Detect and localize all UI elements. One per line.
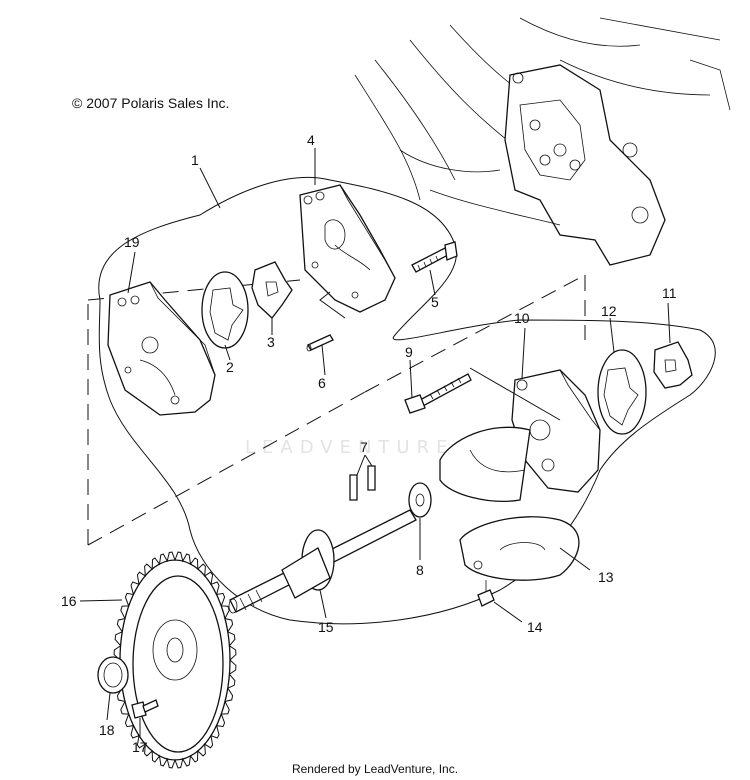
footer-credit: Rendered by LeadVenture, Inc.: [291, 762, 459, 776]
callout-18: 18: [99, 722, 115, 738]
part-13-oil-screen: [439, 426, 580, 581]
callout-19: 19: [124, 234, 140, 250]
part-19-pump-body: [107, 281, 216, 416]
callout-8: 8: [416, 562, 424, 578]
callout-12: 12: [601, 303, 617, 319]
callout-10: 10: [514, 310, 530, 326]
callout-16: 16: [61, 593, 77, 609]
callout-3: 3: [267, 334, 275, 350]
part-15-shaft: [228, 509, 417, 614]
callout-7: 7: [360, 439, 368, 455]
part-16-gear: [113, 551, 237, 769]
callout-labels: 1 4 19 2 3 6 5 9 10 11 12 7 8 13 14 15 1…: [61, 132, 677, 755]
callout-14: 14: [527, 619, 543, 635]
part-11-inner-rotor: [653, 341, 693, 389]
watermark: LEADVENTURE: [245, 437, 455, 458]
part-4-pump-cover: [299, 184, 396, 313]
callout-2: 2: [226, 359, 234, 375]
part-2-outer-rotor: [201, 271, 249, 349]
part-3-inner-rotor: [251, 261, 293, 319]
callout-9: 9: [405, 344, 413, 360]
part-18-washer: [97, 656, 129, 694]
copyright-notice: © 2007 Polaris Sales Inc.: [72, 95, 230, 111]
leader-lines: [79, 148, 671, 738]
part-7-pins: [349, 465, 376, 501]
assembly-outline-1: [98, 176, 716, 625]
callout-11: 11: [662, 285, 677, 301]
part-6-dowel-pin: [306, 334, 334, 352]
callout-17: 17: [132, 739, 148, 755]
part-5-bolt: [411, 241, 458, 273]
callout-5: 5: [431, 294, 439, 310]
part-17-bolt: [131, 699, 159, 719]
part-14-screw: [477, 580, 495, 607]
callout-4: 4: [307, 132, 315, 148]
callout-13: 13: [598, 569, 614, 585]
callout-6: 6: [318, 375, 326, 391]
engine-crankcase: [354, 17, 731, 266]
callout-1: 1: [191, 152, 199, 168]
part-9-bolt: [404, 373, 472, 414]
callout-15: 15: [318, 619, 334, 635]
part-12-outer-rotor: [597, 349, 647, 435]
part-8-washer: [408, 482, 432, 518]
